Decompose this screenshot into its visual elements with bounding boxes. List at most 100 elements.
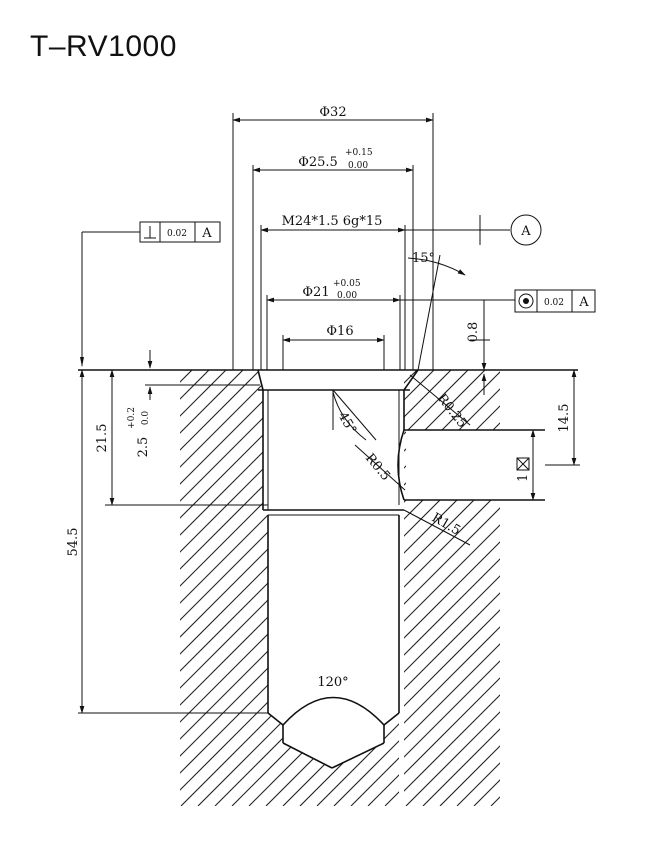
hatch-line xyxy=(487,370,663,806)
label-port: 1 xyxy=(516,474,531,482)
hatch-line xyxy=(282,370,399,806)
dim-d21: Φ21 +0.05 0.00 xyxy=(266,279,515,370)
label-r025: R0.25 xyxy=(434,391,470,431)
hatch-line xyxy=(180,370,399,806)
label-h25-tol-lower: 0.0 xyxy=(141,411,151,426)
hatch-line xyxy=(265,370,399,806)
label-h25: 2.5 xyxy=(136,437,151,458)
hatch-line xyxy=(504,370,663,806)
hatch-line xyxy=(180,370,380,806)
perpendicularity-frame: 0.02 A xyxy=(80,221,221,367)
label-d255: Φ25.5 xyxy=(298,155,338,170)
hatch-line xyxy=(453,370,663,806)
hatch-line xyxy=(180,370,227,806)
label-angle120: 120° xyxy=(317,675,348,690)
hatch-line xyxy=(231,370,399,806)
label-d255-tol-lower: 0.00 xyxy=(348,161,368,171)
hatch-line xyxy=(473,370,500,806)
label-h215: 21.5 xyxy=(95,424,110,453)
hatch-line xyxy=(404,370,435,806)
hatch-line xyxy=(367,370,399,806)
hatch-line xyxy=(299,370,399,806)
dim-angle15: 15° xyxy=(407,251,466,371)
dim-angle120: 120° xyxy=(317,675,348,690)
dim-thread: M24*1.5 6g*15 xyxy=(260,214,406,370)
hatch-line xyxy=(404,370,500,806)
label-thread: M24*1.5 6g*15 xyxy=(282,214,383,229)
hatch-line xyxy=(316,370,399,806)
hatch-line xyxy=(404,370,500,806)
hatch-line xyxy=(404,370,500,806)
hatch-line xyxy=(404,370,500,806)
drawing-title: T–RV1000 xyxy=(30,30,177,63)
label-d16: Φ16 xyxy=(326,324,353,339)
perp-value: 0.02 xyxy=(167,229,187,239)
dim-d32: Φ32 xyxy=(232,105,434,370)
hatch-line xyxy=(404,370,500,806)
hatch-line xyxy=(180,370,363,806)
hatch-line xyxy=(350,370,399,806)
hatch-line xyxy=(180,370,278,806)
label-r05: R0.5 xyxy=(362,451,393,484)
conc-datum: A xyxy=(578,295,589,310)
hatch-line xyxy=(180,370,399,806)
label-h545: 54.5 xyxy=(66,528,81,557)
hatch-line xyxy=(419,370,663,806)
hatch-line xyxy=(180,370,399,806)
label-h25-tol-upper: +0.2 xyxy=(127,407,137,429)
hatch-line xyxy=(404,370,500,806)
hatch-line xyxy=(404,370,500,806)
hatch-line xyxy=(555,370,663,806)
label-h145: 14.5 xyxy=(557,404,572,433)
hatch-line xyxy=(525,370,663,806)
label-d32: Φ32 xyxy=(319,105,346,120)
part-outline xyxy=(78,369,578,769)
hatch-line xyxy=(404,370,500,806)
concentricity-frame: 0.02 A xyxy=(514,289,596,313)
hatch-line xyxy=(404,370,452,806)
hatch-line xyxy=(180,370,295,806)
hatch-line xyxy=(404,370,500,806)
hatch-line xyxy=(490,370,500,806)
label-d21: Φ21 xyxy=(302,285,329,300)
hatch-line xyxy=(593,370,663,806)
dim-chamfer: 0.8 xyxy=(466,300,490,395)
hatch-line xyxy=(404,370,500,806)
hatch-line xyxy=(657,370,663,806)
hatch-line xyxy=(572,370,663,806)
hatch-line xyxy=(180,370,261,806)
datum-a-symbol: A xyxy=(405,214,542,246)
label-d21-tol-upper: +0.05 xyxy=(333,279,361,289)
hatch-line xyxy=(404,370,418,806)
hatch-line xyxy=(508,370,663,806)
conc-value: 0.02 xyxy=(544,298,564,308)
hatch-line xyxy=(606,370,663,806)
label-chamfer: 0.8 xyxy=(466,322,481,343)
hatch-line xyxy=(180,370,346,806)
hatch-line xyxy=(559,370,663,806)
dim-r15: R1.5 xyxy=(403,509,471,546)
hatch-line xyxy=(538,370,663,806)
label-angle45: 45° xyxy=(335,410,360,437)
hatch-line xyxy=(248,370,399,806)
hatch-line xyxy=(180,370,399,806)
dim-h25: 2.5 +0.2 0.0 xyxy=(127,350,260,457)
dim-h545: 54.5 xyxy=(66,369,85,714)
hatch-line xyxy=(521,370,663,806)
hatch-line xyxy=(589,370,663,806)
dim-h145: 14.5 xyxy=(545,369,580,466)
hatch-line xyxy=(0,370,400,806)
hatch-line xyxy=(384,370,399,806)
label-d21-tol-lower: 0.00 xyxy=(337,291,357,301)
hatch-line xyxy=(623,370,663,806)
hatch-line xyxy=(470,370,663,806)
hatch-line xyxy=(627,370,663,806)
perp-datum: A xyxy=(201,226,212,241)
dim-d255: Φ25.5 +0.15 0.00 xyxy=(252,148,414,370)
label-d255-tol-upper: +0.15 xyxy=(345,148,373,158)
hatch-line xyxy=(439,370,500,806)
dim-r025: R0.25 xyxy=(409,374,471,431)
hatch-line xyxy=(180,370,244,806)
hatch-line xyxy=(644,370,663,806)
